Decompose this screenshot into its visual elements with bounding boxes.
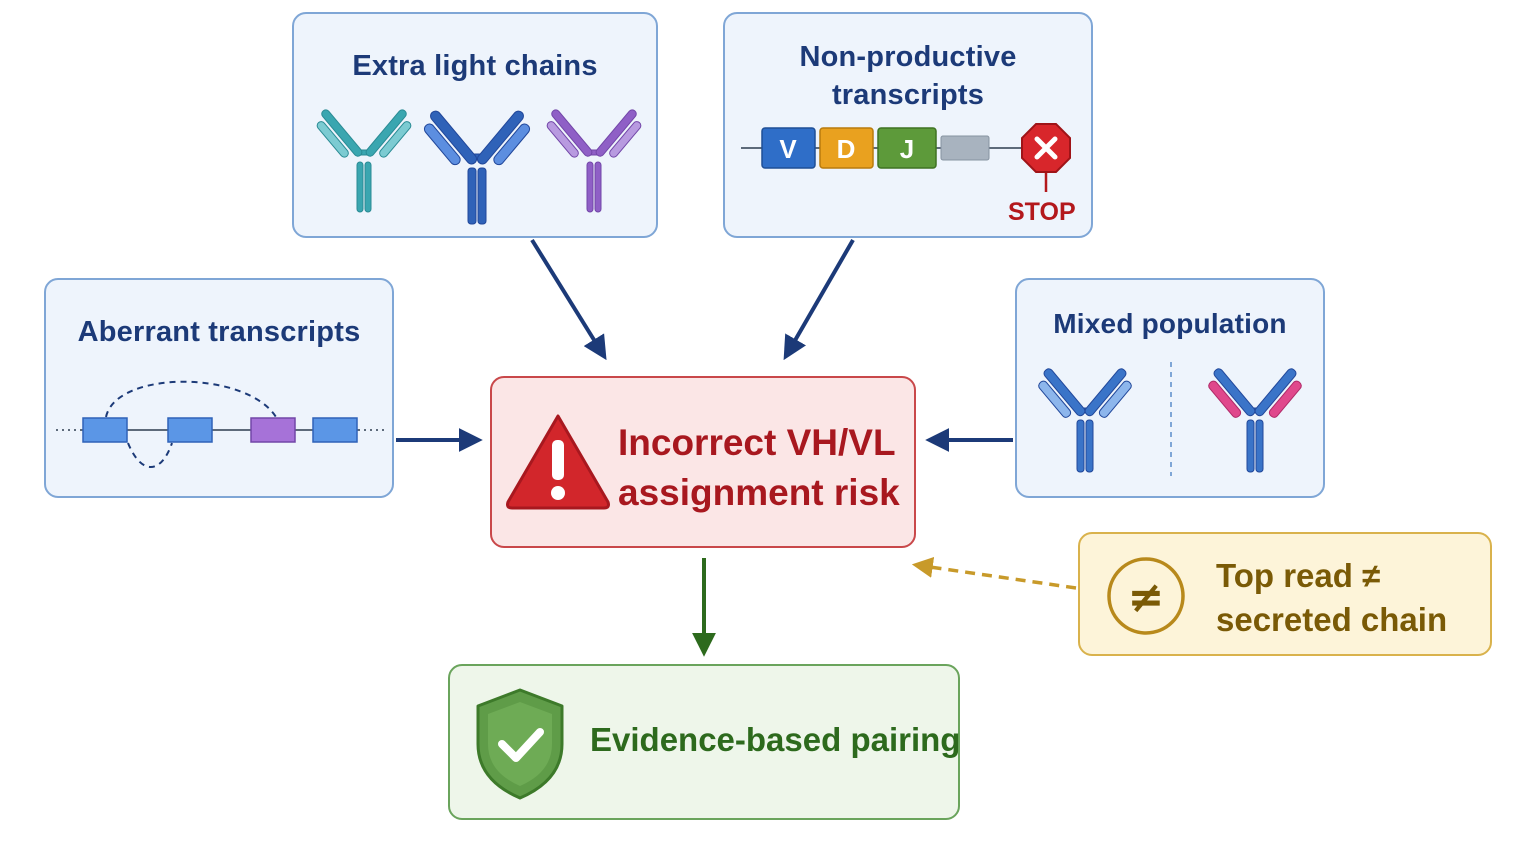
not-equal-symbol: ≠ xyxy=(1128,572,1165,623)
antibody-icon xyxy=(546,109,642,213)
top-read-line2: secreted chain xyxy=(1216,601,1448,638)
mixed-antibodies-graphic xyxy=(1038,362,1302,476)
v-segment xyxy=(761,127,816,169)
risk-title-line1: Incorrect VH/VL xyxy=(618,422,896,463)
j-segment-label: J xyxy=(900,134,914,164)
antibody-icon xyxy=(423,110,531,225)
d-segment-label: D xyxy=(837,134,856,164)
evidence-based-pairing-node: Evidence-based pairing xyxy=(448,664,960,820)
warning-icon xyxy=(506,414,610,510)
mixed-population-title: Mixed population xyxy=(1053,308,1287,339)
arrow-extra-to-risk xyxy=(530,238,607,361)
arrow-topread-to-risk xyxy=(911,556,1077,590)
aberrant-transcripts-node: Aberrant transcripts xyxy=(44,278,394,498)
non-productive-node: Non-productive transcripts V D J STOP xyxy=(723,12,1093,238)
top-read-node: ≠ Top read ≠ secreted chain xyxy=(1078,532,1492,656)
antibody-icon xyxy=(1208,368,1302,473)
risk-title-line2: assignment risk xyxy=(618,472,900,513)
splicing-graphic xyxy=(56,380,386,468)
extra-light-chains-title: Extra light chains xyxy=(352,50,598,82)
v-segment-label: V xyxy=(779,134,797,164)
antibody-icon xyxy=(1038,368,1132,473)
extra-light-chains-node: Extra light chains xyxy=(292,12,658,238)
exon-1 xyxy=(82,417,128,443)
arrow-nonprod-to-risk xyxy=(783,238,855,361)
evidence-title: Evidence-based pairing xyxy=(590,721,961,758)
exon-3 xyxy=(250,417,296,443)
incorrect-assignment-risk-node: Incorrect VH/VL assignment risk xyxy=(490,376,916,548)
non-productive-title: Non-productive transcripts xyxy=(725,38,1091,114)
constant-segment xyxy=(940,135,990,161)
stop-label: STOP xyxy=(1008,198,1076,226)
non-productive-title-line1: Non-productive xyxy=(799,41,1017,73)
exon-4 xyxy=(312,417,358,443)
shield-check-icon xyxy=(476,688,564,800)
top-read-text: Top read ≠ secreted chain xyxy=(1216,554,1486,642)
aberrant-transcripts-title: Aberrant transcripts xyxy=(77,316,361,348)
not-equal-icon: ≠ xyxy=(1107,557,1185,635)
antibody-trio xyxy=(316,109,642,225)
d-segment xyxy=(819,127,874,169)
vdj-transcript-graphic: V D J xyxy=(741,123,1071,192)
j-segment xyxy=(877,127,937,169)
non-productive-title-line2: transcripts xyxy=(831,79,985,111)
stop-sign-icon xyxy=(1021,123,1071,173)
risk-title: Incorrect VH/VL assignment risk xyxy=(618,418,918,518)
exon-2 xyxy=(167,417,213,443)
top-read-line1: Top read ≠ xyxy=(1216,557,1381,594)
mixed-population-node: Mixed population xyxy=(1015,278,1325,498)
antibody-icon xyxy=(316,109,412,213)
